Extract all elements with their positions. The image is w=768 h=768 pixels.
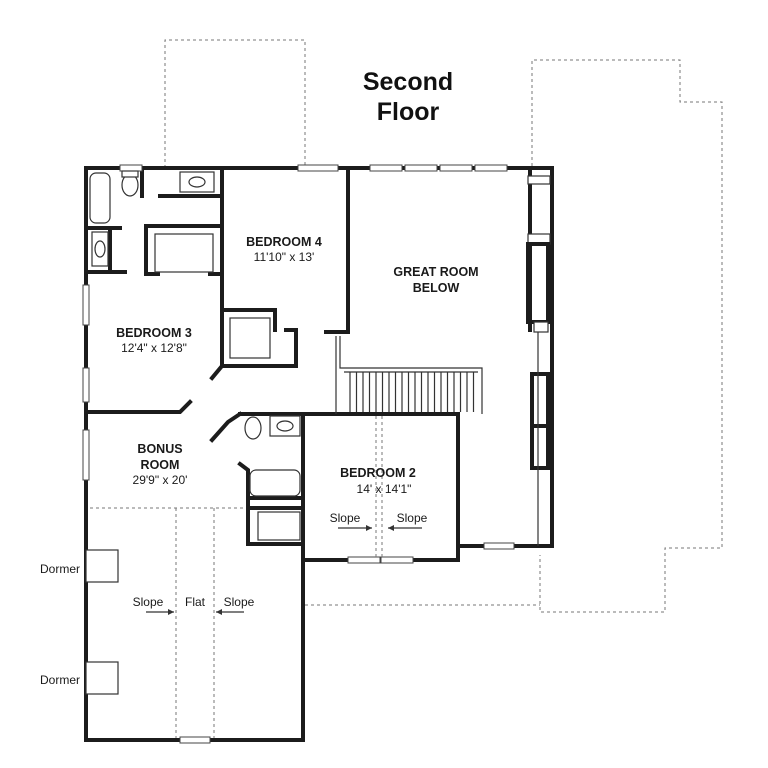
great-room-label-line1: GREAT ROOM	[393, 265, 478, 279]
bonus-room-dimensions: 29'9" x 20'	[133, 473, 188, 487]
exterior-walls	[84, 166, 554, 742]
bedroom4-dimensions: 11'10" x 13'	[254, 250, 315, 264]
shower	[257, 511, 301, 541]
plan-title-line2: Floor	[377, 98, 440, 126]
great-room-wall-features	[526, 175, 551, 546]
roof-outlines	[164, 39, 723, 613]
flat-label: Flat	[185, 595, 206, 609]
sink	[179, 171, 215, 193]
interior-walls	[84, 166, 532, 562]
bedroom2-slope-label-left: Slope	[330, 511, 361, 525]
sink	[91, 231, 109, 267]
plumbing-fixtures	[89, 170, 301, 541]
bathtub	[89, 172, 111, 224]
bedroom3-name: BEDROOM 3	[116, 326, 192, 340]
slope-arrows	[146, 525, 422, 615]
dormer-upper	[85, 549, 119, 583]
sink	[269, 415, 301, 437]
bonus-room-ceiling-lines	[85, 416, 383, 738]
dormer-label-lower: Dormer	[40, 673, 80, 687]
slope-label-left: Slope	[133, 595, 164, 609]
slope-label-right: Slope	[224, 595, 255, 609]
dormer-lower	[85, 661, 119, 695]
dormer-label-upper: Dormer	[40, 562, 80, 576]
windows	[82, 164, 515, 744]
bonus-room-label-line2: ROOM	[141, 458, 180, 472]
closet-shelf	[154, 233, 214, 273]
bedroom4-name: BEDROOM 4	[246, 235, 322, 249]
great-room-label-line2: BELOW	[413, 281, 460, 295]
bedroom3-dimensions: 12'4" x 12'8"	[121, 341, 187, 355]
bedroom2-slope-label-right: Slope	[397, 511, 428, 525]
stairs	[335, 336, 483, 414]
bedroom2-name: BEDROOM 2	[340, 466, 416, 480]
closet-shelf	[229, 317, 271, 359]
toilet	[244, 416, 262, 440]
bedroom2-dimensions: 14' x 14'1"	[357, 482, 412, 496]
bonus-room-label-line1: BONUS	[137, 442, 182, 456]
plan-title-line1: Second	[363, 68, 453, 96]
bathtub	[249, 469, 301, 497]
